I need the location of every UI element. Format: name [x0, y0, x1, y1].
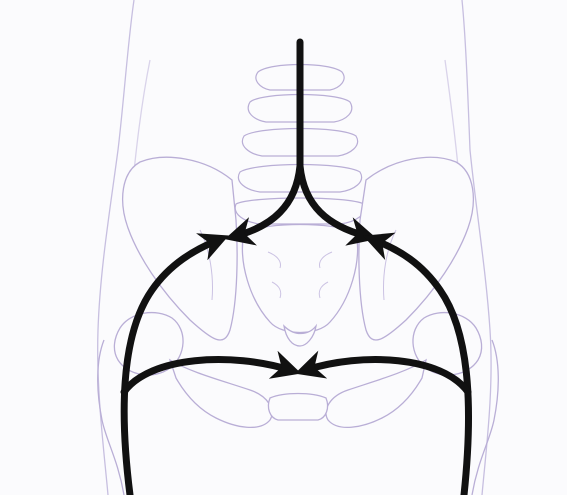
pubic-symphysis — [268, 394, 327, 421]
sacrum — [242, 225, 357, 333]
right-iliac-wing — [359, 157, 473, 340]
right-pubic-ramus — [326, 360, 426, 427]
left-pubic-ramus — [170, 360, 272, 427]
